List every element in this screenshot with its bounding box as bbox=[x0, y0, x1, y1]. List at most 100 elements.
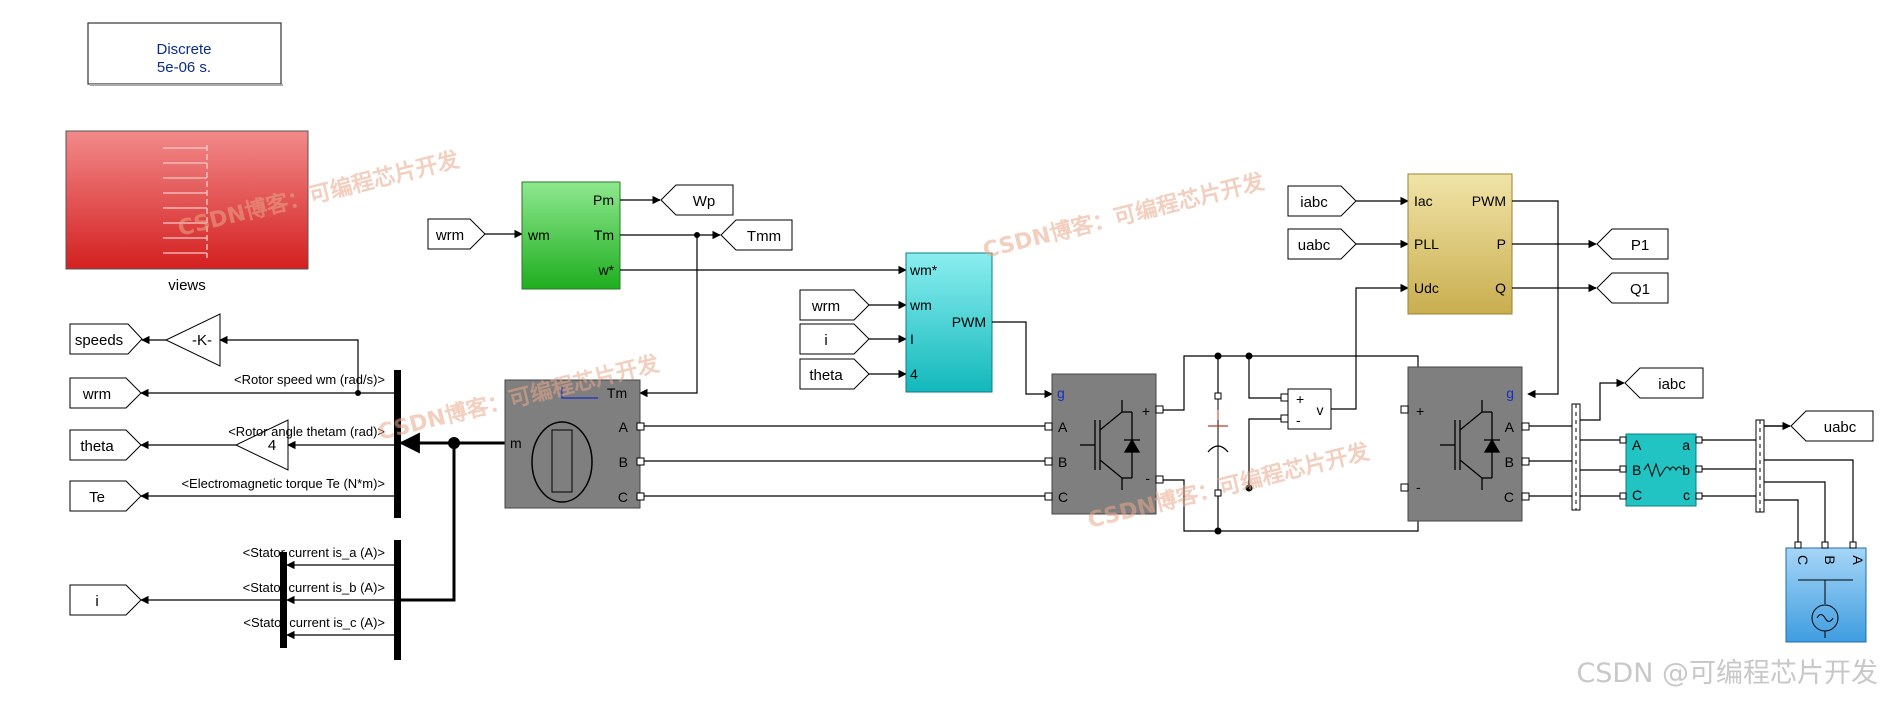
svg-text:g: g bbox=[1506, 385, 1514, 401]
svg-text:-: - bbox=[1296, 412, 1301, 428]
svg-text:B: B bbox=[1822, 555, 1838, 564]
svg-text:Pm: Pm bbox=[593, 192, 614, 208]
tag-uabc-in[interactable]: uabc bbox=[1287, 228, 1357, 260]
svg-text:i: i bbox=[95, 593, 98, 610]
tag-i-out[interactable]: i bbox=[69, 584, 142, 616]
svg-text:B: B bbox=[1505, 454, 1514, 470]
tag-wp[interactable]: Wp bbox=[660, 184, 734, 216]
svg-text:Te: Te bbox=[89, 489, 105, 506]
svg-text:Tmm: Tmm bbox=[747, 228, 781, 245]
svg-text:+: + bbox=[1296, 391, 1304, 407]
gain-k-block[interactable]: -K- bbox=[164, 313, 221, 367]
green-load-block[interactable]: wm Pm Tm w* bbox=[521, 181, 621, 290]
pmsm-motor-block[interactable]: Tm m A B C bbox=[504, 379, 641, 509]
bus-selector-stator[interactable] bbox=[394, 540, 401, 660]
svg-text:+: + bbox=[1416, 403, 1424, 419]
svg-text:c: c bbox=[1683, 487, 1690, 503]
resistor-inductor-icon bbox=[1643, 462, 1683, 478]
svg-text:b: b bbox=[1682, 462, 1690, 478]
tag-uabc-out[interactable]: uabc bbox=[1790, 410, 1874, 442]
powergui-line2: 5e-06 s. bbox=[157, 59, 211, 76]
current-measurement-block[interactable] bbox=[1571, 403, 1581, 511]
svg-text:a: a bbox=[1682, 437, 1690, 453]
svg-text:Tm: Tm bbox=[607, 385, 627, 401]
svg-text:P1: P1 bbox=[1631, 237, 1649, 254]
tag-wrm-in2[interactable]: wrm bbox=[799, 289, 870, 321]
views-subsystem[interactable]: views bbox=[65, 130, 309, 294]
svg-text:A: A bbox=[1505, 419, 1515, 435]
svg-text:+: + bbox=[1142, 403, 1150, 419]
svg-text:A: A bbox=[1632, 437, 1642, 453]
svg-text:A: A bbox=[619, 419, 629, 435]
watermark-corner: CSDN @可编程芯片开发 bbox=[1576, 658, 1878, 689]
signal-is-b: <Stator current is_b (A)> bbox=[243, 580, 385, 595]
bus-creator-current[interactable] bbox=[280, 552, 287, 648]
svg-text:Iac: Iac bbox=[1414, 193, 1433, 209]
svg-text:PWM: PWM bbox=[1472, 193, 1506, 209]
tag-te-out[interactable]: Te bbox=[69, 480, 142, 512]
inverter-1-block[interactable]: g A B C + - bbox=[1051, 373, 1157, 515]
yellow-grid-control-block[interactable]: Iac PLL Udc PWM P Q bbox=[1407, 173, 1513, 315]
signal-is-c: <Stator current is_c (A)> bbox=[243, 615, 385, 630]
signal-is-a: <Stator current is_a (A)> bbox=[243, 545, 385, 560]
three-phase-source-block[interactable]: C B A bbox=[1785, 541, 1867, 643]
svg-text:PWM: PWM bbox=[952, 314, 986, 330]
svg-text:m: m bbox=[510, 435, 522, 451]
tag-iabc-out[interactable]: iabc bbox=[1624, 367, 1704, 399]
svg-text:B: B bbox=[619, 454, 628, 470]
svg-text:C: C bbox=[1504, 489, 1514, 505]
tag-theta-out[interactable]: theta bbox=[69, 429, 142, 461]
svg-text:wrm: wrm bbox=[82, 386, 111, 403]
svg-text:wm: wm bbox=[527, 227, 550, 243]
svg-text:C: C bbox=[1058, 489, 1068, 505]
svg-text:P: P bbox=[1497, 236, 1506, 252]
svg-text:iabc: iabc bbox=[1658, 376, 1686, 393]
tag-p1[interactable]: P1 bbox=[1596, 228, 1669, 260]
svg-text:g: g bbox=[1057, 385, 1065, 401]
svg-text:-: - bbox=[1416, 479, 1421, 495]
svg-text:wm: wm bbox=[909, 297, 932, 313]
svg-text:uabc: uabc bbox=[1298, 237, 1331, 254]
inverter-2-block[interactable]: + - g A B C bbox=[1407, 366, 1523, 522]
ac-source-icon bbox=[1816, 614, 1834, 622]
tag-theta-in[interactable]: theta bbox=[799, 358, 870, 390]
tag-tmm[interactable]: Tmm bbox=[720, 219, 793, 251]
svg-text:Tm: Tm bbox=[594, 227, 614, 243]
voltage-measurement-block[interactable]: + - v bbox=[1280, 388, 1332, 430]
svg-text:Q: Q bbox=[1495, 280, 1506, 296]
svg-text:theta: theta bbox=[809, 367, 843, 384]
igbt-icon bbox=[1080, 400, 1141, 490]
rlc-branch-block[interactable]: A B C a b c bbox=[1625, 433, 1697, 507]
tag-i-in[interactable]: i bbox=[799, 323, 870, 355]
svg-text:C: C bbox=[1632, 487, 1642, 503]
views-label: views bbox=[168, 277, 206, 294]
svg-text:C: C bbox=[1795, 555, 1811, 565]
tag-iabc-in[interactable]: iabc bbox=[1287, 185, 1357, 217]
dc-link-wires bbox=[1163, 352, 1419, 535]
svg-text:-: - bbox=[1145, 470, 1150, 486]
svg-text:Udc: Udc bbox=[1414, 280, 1439, 296]
powergui-line1: Discrete bbox=[156, 41, 211, 58]
tag-wrm-in1[interactable]: wrm bbox=[427, 218, 486, 250]
svg-text:uabc: uabc bbox=[1824, 419, 1857, 436]
dc-capacitor[interactable] bbox=[1207, 392, 1229, 497]
svg-text:Wp: Wp bbox=[693, 193, 716, 210]
signal-rotor-angle: <Rotor angle thetam (rad)> bbox=[228, 424, 385, 439]
svg-text:-K-: -K- bbox=[192, 332, 212, 349]
svg-text:4: 4 bbox=[268, 437, 276, 454]
svg-text:A: A bbox=[1058, 419, 1068, 435]
svg-text:PLL: PLL bbox=[1414, 236, 1439, 252]
voltage-measurement-3ph-block[interactable] bbox=[1755, 419, 1765, 513]
svg-text:4: 4 bbox=[910, 366, 918, 382]
igbt-icon bbox=[1440, 400, 1501, 490]
signal-rotor-speed: <Rotor speed wm (rad/s)> bbox=[234, 372, 385, 387]
svg-text:C: C bbox=[618, 489, 628, 505]
watermark-3: CSDN博客：可编程芯片开发 bbox=[980, 168, 1268, 263]
svg-text:A: A bbox=[1850, 555, 1866, 565]
tag-speeds[interactable]: speeds bbox=[69, 323, 143, 355]
cyan-control-block[interactable]: wm* wm I 4 PWM bbox=[905, 252, 993, 393]
tag-wrm-out[interactable]: wrm bbox=[69, 377, 142, 409]
bus-selector-rotor[interactable] bbox=[394, 370, 401, 518]
tag-q1[interactable]: Q1 bbox=[1596, 272, 1669, 304]
powergui-block[interactable]: Discrete 5e-06 s. bbox=[87, 22, 283, 86]
